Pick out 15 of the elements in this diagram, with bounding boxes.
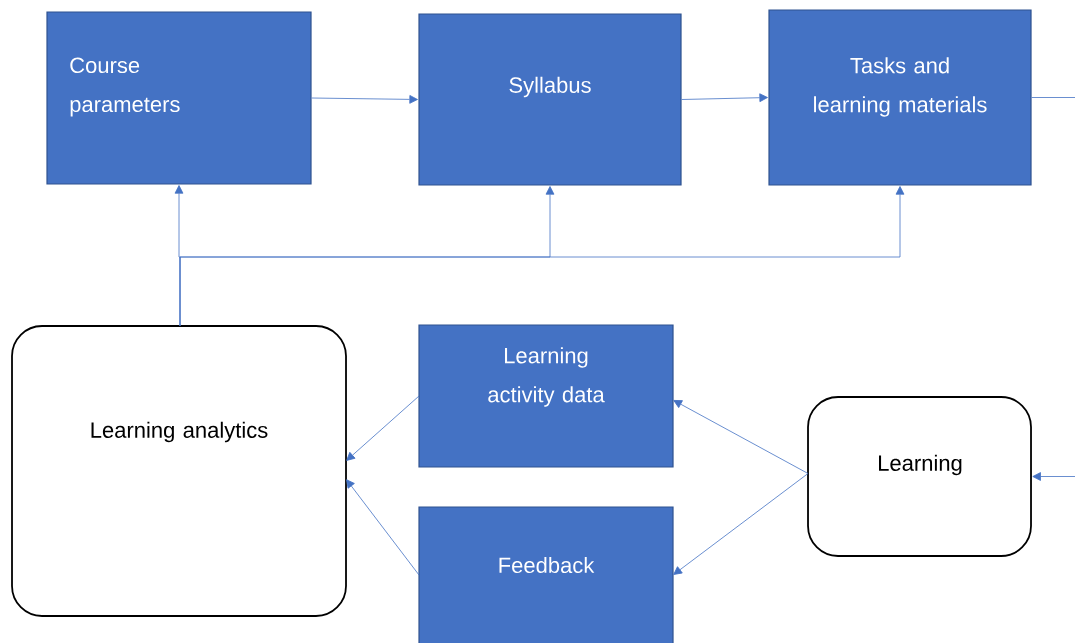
process-box: Course parameters <box>46 11 312 185</box>
process-box: Syllabus <box>418 13 682 186</box>
arrow <box>346 395 420 461</box>
process-box: Tasks and learning materials <box>768 9 1032 186</box>
arrow <box>673 473 809 575</box>
process-box: Learning activity data <box>418 324 674 468</box>
arrow <box>673 400 809 474</box>
arrow <box>681 93 768 103</box>
rounded-box: Learning analytics <box>11 325 347 617</box>
rounded-box: Learning <box>807 396 1032 557</box>
arrow <box>346 479 420 576</box>
arrow <box>1032 472 1075 481</box>
arrow <box>179 186 905 327</box>
process-box: Feedback <box>418 506 674 643</box>
arrow <box>311 95 418 104</box>
